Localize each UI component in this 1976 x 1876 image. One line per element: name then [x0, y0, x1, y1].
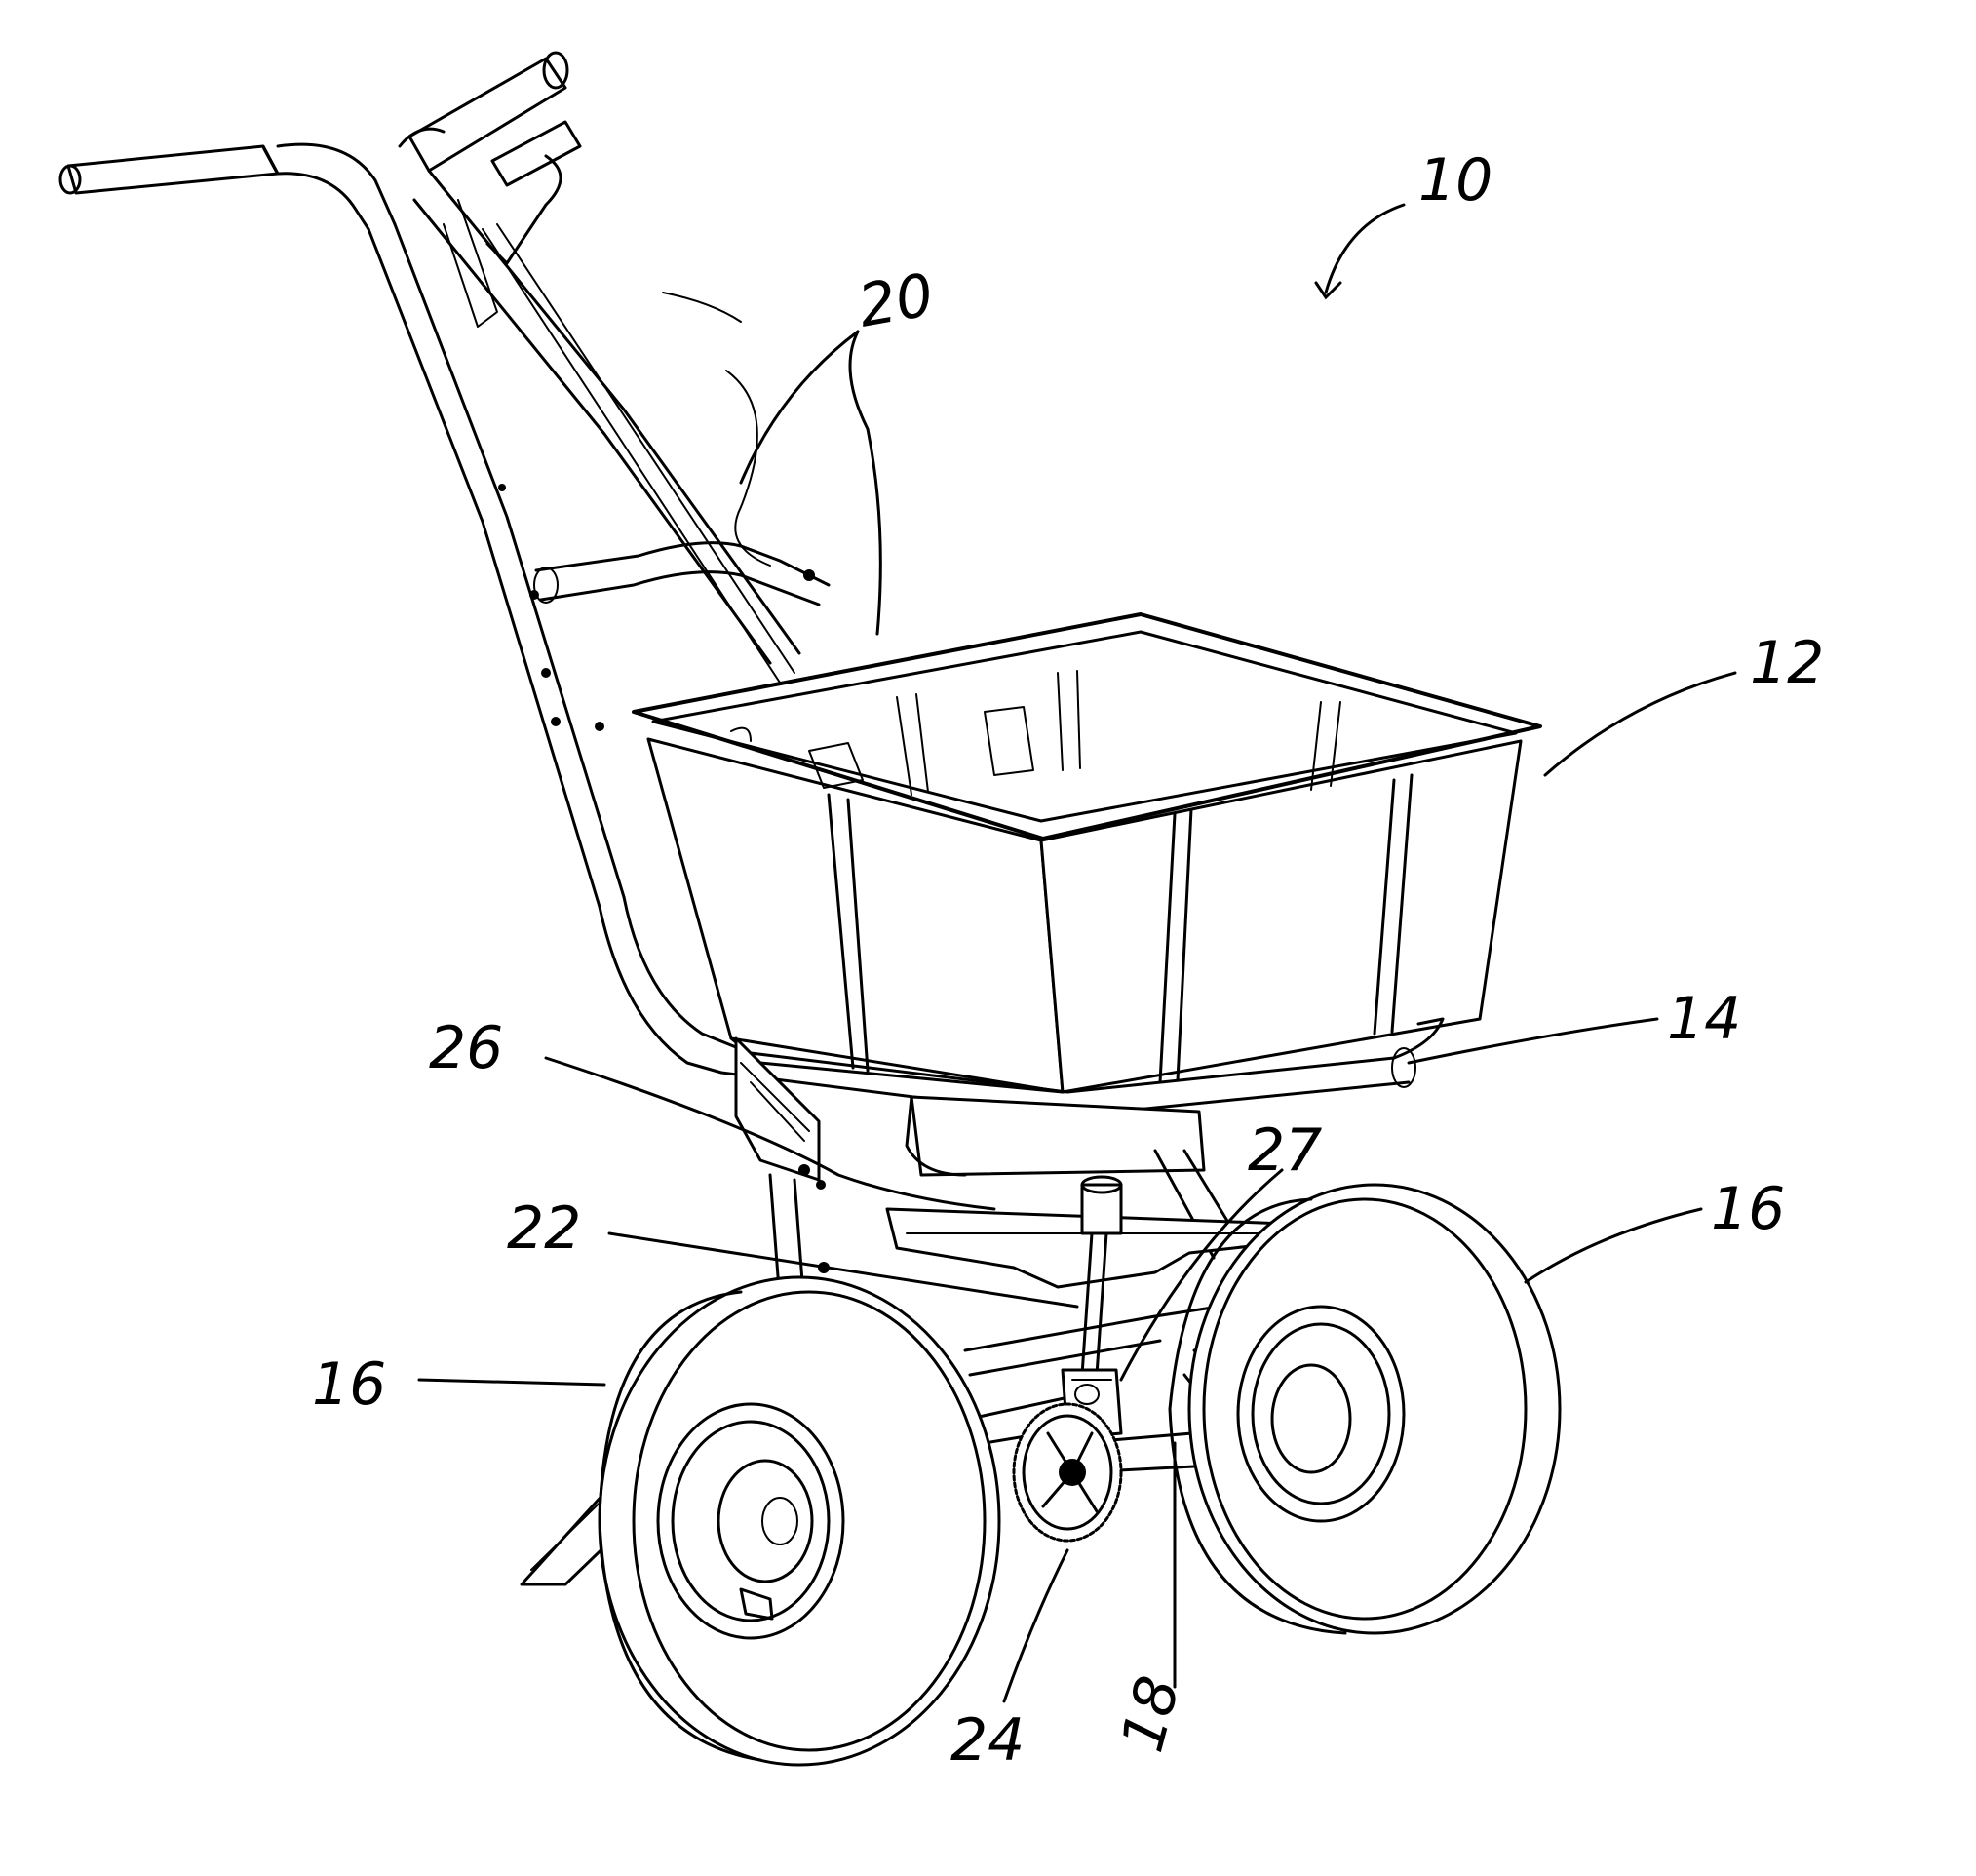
label-10: 10 [1418, 146, 1492, 215]
label-24: 24 [950, 1706, 1025, 1775]
wheel-right [1168, 1183, 1562, 1635]
leader-lines [417, 203, 1737, 1703]
label-12: 12 [1750, 629, 1824, 697]
label-18: 18 [1108, 1669, 1193, 1759]
handle [58, 51, 831, 1075]
gear [1012, 1402, 1123, 1543]
label-22: 22 [507, 1194, 581, 1263]
label-27: 27 [1248, 1116, 1322, 1185]
wheel-left [598, 1275, 1001, 1767]
spreader-plate [885, 1175, 1289, 1289]
label-16-left: 16 [312, 1350, 386, 1419]
hopper [632, 612, 1542, 1094]
label-26: 26 [429, 1014, 503, 1082]
label-20: 20 [853, 261, 938, 341]
frame [719, 1017, 1445, 1309]
label-16-right: 16 [1711, 1175, 1785, 1243]
label-14: 14 [1667, 985, 1741, 1053]
